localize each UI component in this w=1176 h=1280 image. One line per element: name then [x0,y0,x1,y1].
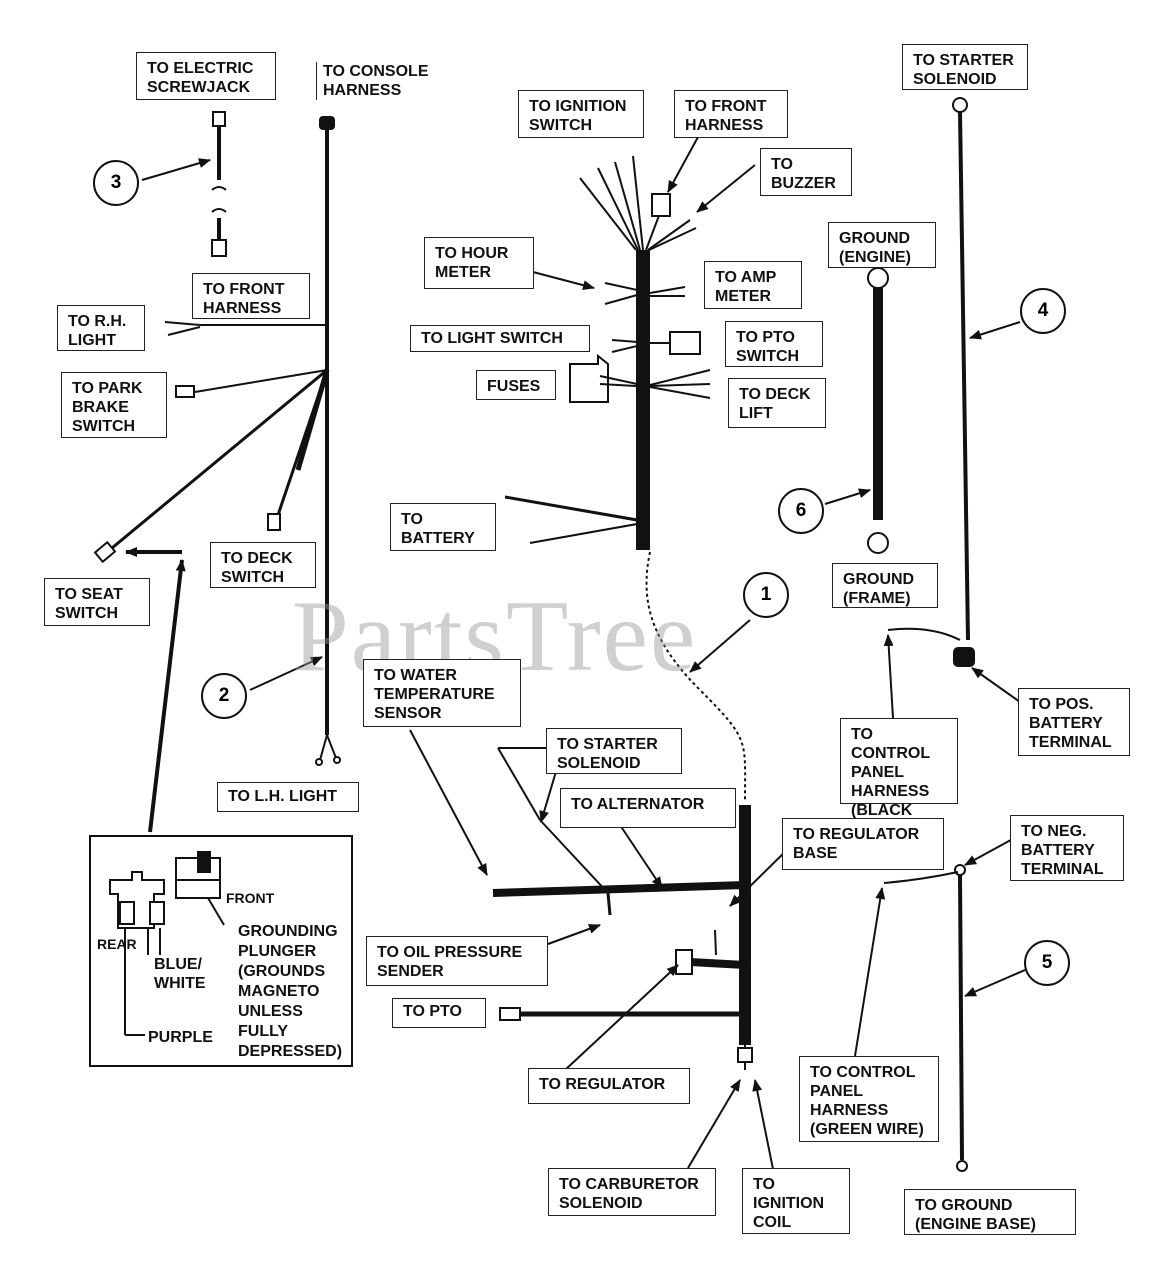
label-pos-battery: TO POS. BATTERY TERMINAL [1018,688,1130,756]
label-regulator: TO REGULATOR [528,1068,690,1104]
callout-3: 3 [93,160,139,206]
label-rh-light: TO R.H. LIGHT [57,305,145,351]
label-neg-battery: TO NEG. BATTERY TERMINAL [1010,815,1124,881]
label-ignition-coil: TO IGNITION COIL [742,1168,850,1234]
label-pto-switch: TO PTO SWITCH [725,321,823,367]
engine-harness [492,747,753,1070]
inset-connector-diagram [89,835,353,1067]
cable-5 [883,864,968,1172]
label-oil-pressure: TO OIL PRESSURE SENDER [366,936,548,986]
label-front-harness-top: TO FRONT HARNESS [674,90,788,138]
label-deck-lift: TO DECK LIFT [728,378,826,428]
inset-rear: REAR [97,936,137,952]
label-control-panel-black: TO CONTROL PANEL HARNESS (BLACK WIRE) [840,718,958,838]
callout-4: 4 [1020,288,1066,334]
inset-front: FRONT [226,890,275,906]
label-seat-switch: TO SEAT SWITCH [44,578,150,626]
cable-4 [887,97,975,667]
label-ground-engine: GROUND (ENGINE) [828,222,936,268]
label-buzzer: TO BUZZER [760,148,852,196]
label-water-temp: TO WATER TEMPERATURE SENSOR [363,659,521,727]
label-electric-screwjack: TO ELECTRIC SCREWJACK [136,52,276,100]
label-battery: TO BATTERY [390,503,496,551]
inset-purple: PURPLE [148,1029,213,1046]
label-console-harness: TO CONSOLE HARNESS [316,62,466,100]
label-ground-engine-base: TO GROUND (ENGINE BASE) [904,1189,1076,1235]
label-pto: TO PTO [392,998,486,1028]
label-alternator: TO ALTERNATOR [560,788,736,828]
label-hour-meter: TO HOUR METER [424,237,534,289]
label-light-switch: TO LIGHT SWITCH [410,325,590,352]
label-carburetor-solenoid: TO CARBURETOR SOLENOID [548,1168,716,1216]
ground-strap-6 [867,267,889,554]
label-front-harness-left: TO FRONT HARNESS [192,273,310,319]
label-fuses: FUSES [476,370,556,400]
callout-6: 6 [778,488,824,534]
harness-1 [504,155,747,801]
label-amp-meter: TO AMP METER [704,261,802,309]
callout-5: 5 [1024,940,1070,986]
label-lh-light: TO L.H. LIGHT [217,782,359,812]
label-starter-solenoid-top: TO STARTER SOLENOID [902,44,1028,90]
label-ground-frame: GROUND (FRAME) [832,563,938,608]
callout-2: 2 [201,673,247,719]
inset-grounding-plunger: GROUNDING PLUNGER (GROUNDS MAGNETO UNLES… [238,923,343,1060]
inset-blue-white: BLUE/ WHITE [154,956,206,992]
label-ignition-switch: TO IGNITION SWITCH [518,90,644,138]
label-starter-solenoid-mid: TO STARTER SOLENOID [546,728,682,774]
callout-1: 1 [743,572,789,618]
label-park-brake-switch: TO PARK BRAKE SWITCH [61,372,167,438]
label-deck-switch: TO DECK SWITCH [210,542,316,588]
harness-2 [93,116,341,766]
harness-3 [211,111,227,257]
label-regulator-base: TO REGULATOR BASE [782,818,944,870]
label-control-panel-green: TO CONTROL PANEL HARNESS (GREEN WIRE) [799,1056,939,1142]
